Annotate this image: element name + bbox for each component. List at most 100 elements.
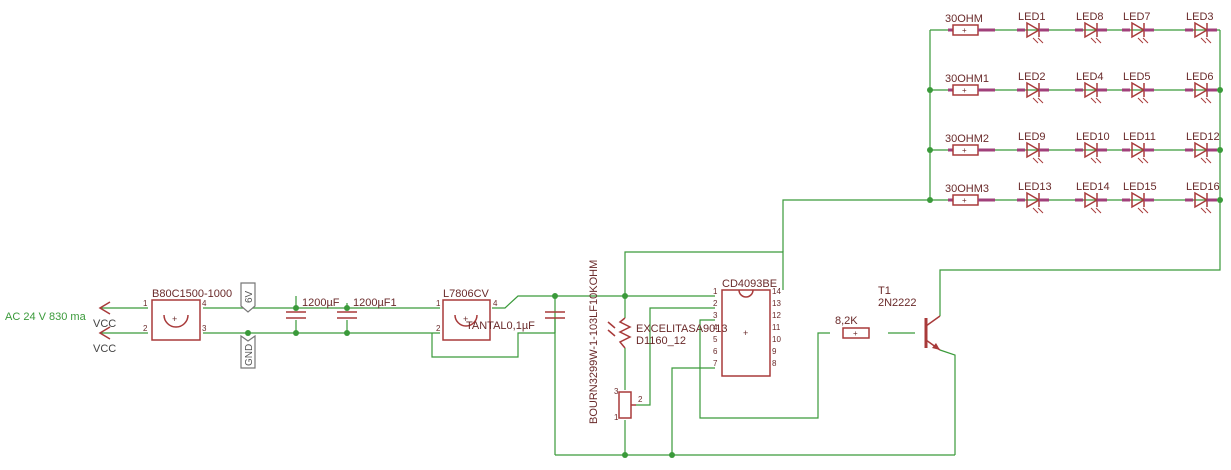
svg-text:6: 6 [713,347,718,356]
led-led1: LED1 [1017,11,1049,44]
resistor-label: 30OHM2 [945,133,989,145]
led-label: LED12 [1186,131,1220,143]
ic-cd4093: + CD4093BE 1 2 3 4 5 6 7 14 13 12 11 10 … [713,278,781,377]
trimmer-name: BOURN3299W-1-103LF10KOHM [588,260,600,424]
bridge-name: B80C1500-1000 [152,288,232,300]
led-led7: LED7 [1122,11,1154,44]
led-led5: LED5 [1122,71,1154,104]
led-row-resistor: 30OHM2+ [945,133,995,156]
svg-text:+: + [962,196,967,205]
led-row-resistor: 30OHM1+ [945,73,995,96]
svg-text:13: 13 [772,299,781,308]
transistor-name: T1 [878,285,891,297]
led-led2: LED2 [1017,71,1049,104]
led-label: LED14 [1076,181,1110,193]
ic-left-pins: 1 2 3 4 5 6 7 [713,287,718,368]
led-led8: LED8 [1075,11,1107,44]
led-led16: LED16 [1185,181,1220,214]
svg-text:3: 3 [614,387,619,396]
led-led3: LED3 [1185,11,1217,44]
led-row-4: 30OHM3+ LED13 LED14 LED15 LED16 [945,181,1220,214]
led-label: LED2 [1018,71,1046,83]
svg-text:8,2K: 8,2K [835,315,858,327]
led-led10: LED10 [1075,131,1110,164]
resistor-label: 30OHM [945,13,983,25]
svg-text:3: 3 [202,324,207,333]
capacitor-c1: 1200µF [286,297,340,319]
led-led14: LED14 [1075,181,1110,214]
led-led15: LED15 [1122,181,1157,214]
svg-text:12: 12 [772,311,781,320]
svg-text:2: 2 [713,299,718,308]
svg-text:7: 7 [713,359,718,368]
svg-text:4: 4 [202,299,207,308]
led-row-resistor: 30OHM+ [945,13,995,36]
led-label: LED13 [1018,181,1052,193]
svg-text:1200µF: 1200µF [302,297,340,309]
svg-text:6V: 6V [244,290,255,303]
svg-text:2: 2 [638,395,643,404]
ldr-value: D1160_12 [636,335,686,347]
capacitor-tantal: TANTAL0,1µF [466,311,565,332]
svg-text:+: + [853,329,858,338]
led-led13: LED13 [1017,181,1052,214]
svg-text:2: 2 [143,324,148,333]
svg-text:+: + [962,26,967,35]
led-led9: LED9 [1017,131,1049,164]
led-row-2: 30OHM1+ LED2 LED4 LED5 LED6 [945,71,1217,104]
svg-text:+: + [962,146,967,155]
net-flag-gnd: GND [240,334,256,369]
svg-text:1200µF1: 1200µF1 [353,297,397,309]
svg-text:+: + [962,86,967,95]
net-flag-6v: 6V [240,282,256,313]
resistor-label: 30OHM1 [945,73,989,85]
regulator: + L7806CV 1 4 2 [436,288,498,341]
led-row-1: 30OHM+ LED1 LED8 LED7 LED3 [945,11,1217,44]
led-led6: LED6 [1185,71,1217,104]
led-label: LED8 [1076,11,1104,23]
ic-right-pins: 14 13 12 11 10 9 8 [772,287,781,368]
led-led12: LED12 [1185,131,1220,164]
svg-text:9: 9 [772,347,777,356]
svg-text:3: 3 [713,311,718,320]
svg-text:1: 1 [143,299,148,308]
wires [100,29,1221,456]
supply-label-1: VCC [93,318,116,330]
svg-text:4: 4 [713,323,718,332]
led-label: LED7 [1123,11,1151,23]
svg-text:4: 4 [493,299,498,308]
led-led4: LED4 [1075,71,1107,104]
led-label: LED3 [1186,11,1214,23]
led-label: LED16 [1186,181,1220,193]
led-label: LED5 [1123,71,1151,83]
trimmer-potentiometer: BOURN3299W-1-103LF10KOHM 1 2 3 [588,260,643,424]
bridge-rectifier: + B80C1500-1000 1 4 2 3 [143,288,232,341]
capacitor-c2: 1200µF1 [337,297,397,319]
svg-text:2: 2 [436,324,441,333]
svg-text:1: 1 [614,413,619,422]
regulator-name: L7806CV [443,288,490,300]
svg-text:10: 10 [772,335,781,344]
transistor-t1: T1 2N2222 [878,285,941,351]
led-row-resistor: 30OHM3+ [945,183,995,206]
input-label: AC 24 V 830 ma [5,311,87,323]
led-label: LED1 [1018,11,1046,23]
led-label: LED15 [1123,181,1157,193]
led-label: LED10 [1076,131,1110,143]
svg-text:GND: GND [244,344,255,366]
ldr-name: EXCELITASA9013 [636,323,728,335]
transistor-value: 2N2222 [878,297,917,309]
supply-label-2: VCC [93,343,116,355]
svg-text:+: + [463,314,468,324]
ic-name: CD4093BE [722,278,777,290]
input-connector: AC 24 V 830 ma VCC VCC [5,301,116,355]
svg-text:8: 8 [772,359,777,368]
svg-text:11: 11 [772,323,781,332]
svg-text:+: + [743,328,748,338]
resistor-label: 30OHM3 [945,183,989,195]
svg-text:14: 14 [772,287,781,296]
led-label: LED4 [1076,71,1104,83]
led-label: LED11 [1123,131,1156,143]
